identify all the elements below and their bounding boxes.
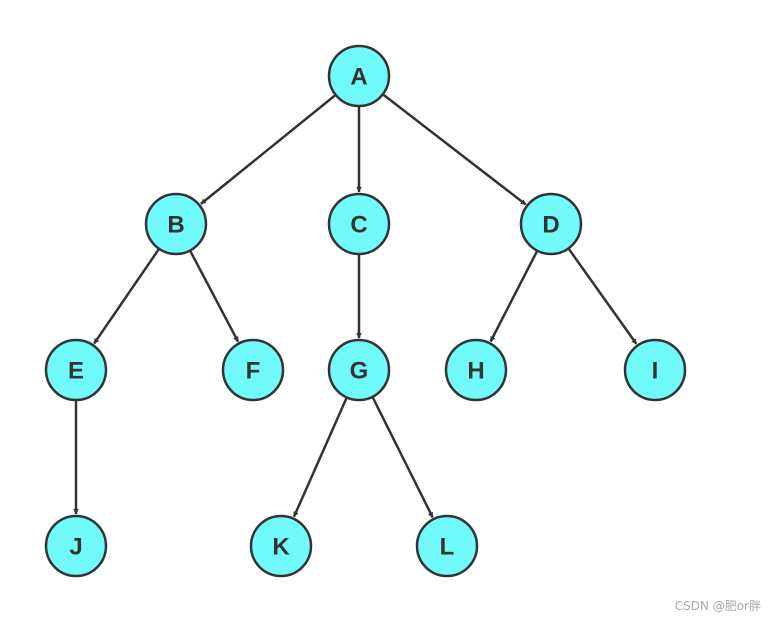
edge-a-b: [200, 94, 336, 205]
node-label: I: [652, 358, 659, 385]
node-j: J: [44, 514, 108, 578]
node-label: F: [246, 358, 261, 385]
node-circle: [44, 338, 108, 402]
edge-b-e: [93, 248, 160, 345]
node-circle: [249, 514, 313, 578]
watermark: CSDN @肥or胖: [674, 599, 761, 613]
node-label: L: [440, 534, 455, 561]
node-circle: [327, 338, 391, 402]
node-circle: [444, 338, 508, 402]
node-circle: [221, 338, 285, 402]
node-circle: [415, 514, 479, 578]
node-g: G: [327, 338, 391, 402]
node-label: D: [542, 212, 559, 239]
node-label: K: [272, 534, 290, 561]
edge-a-d: [382, 93, 527, 206]
node-a: A: [327, 44, 391, 108]
node-b: B: [144, 192, 208, 256]
node-label: J: [69, 534, 82, 561]
edges-layer: [73, 93, 638, 518]
node-label: A: [350, 64, 367, 91]
edge-d-i: [567, 248, 638, 345]
node-label: C: [350, 212, 367, 239]
node-h: H: [444, 338, 508, 402]
node-f: F: [221, 338, 285, 402]
edge-b-f: [189, 250, 240, 343]
node-label: E: [68, 358, 84, 385]
node-c: C: [327, 192, 391, 256]
node-circle: [327, 192, 391, 256]
nodes-layer: A B C D E F G H I J K L: [44, 44, 687, 578]
node-d: D: [519, 192, 583, 256]
edge-d-h: [489, 251, 538, 343]
node-label: B: [167, 212, 184, 239]
node-e: E: [44, 338, 108, 402]
node-k: K: [249, 514, 313, 578]
node-l: L: [415, 514, 479, 578]
node-circle: [44, 514, 108, 578]
node-label: G: [350, 358, 369, 385]
node-circle: [519, 192, 583, 256]
node-i: I: [623, 338, 687, 402]
node-circle: [623, 338, 687, 402]
node-circle: [327, 44, 391, 108]
node-circle: [144, 192, 208, 256]
edge-g-l: [371, 397, 434, 518]
edge-g-k: [292, 397, 348, 518]
node-label: H: [467, 358, 484, 385]
